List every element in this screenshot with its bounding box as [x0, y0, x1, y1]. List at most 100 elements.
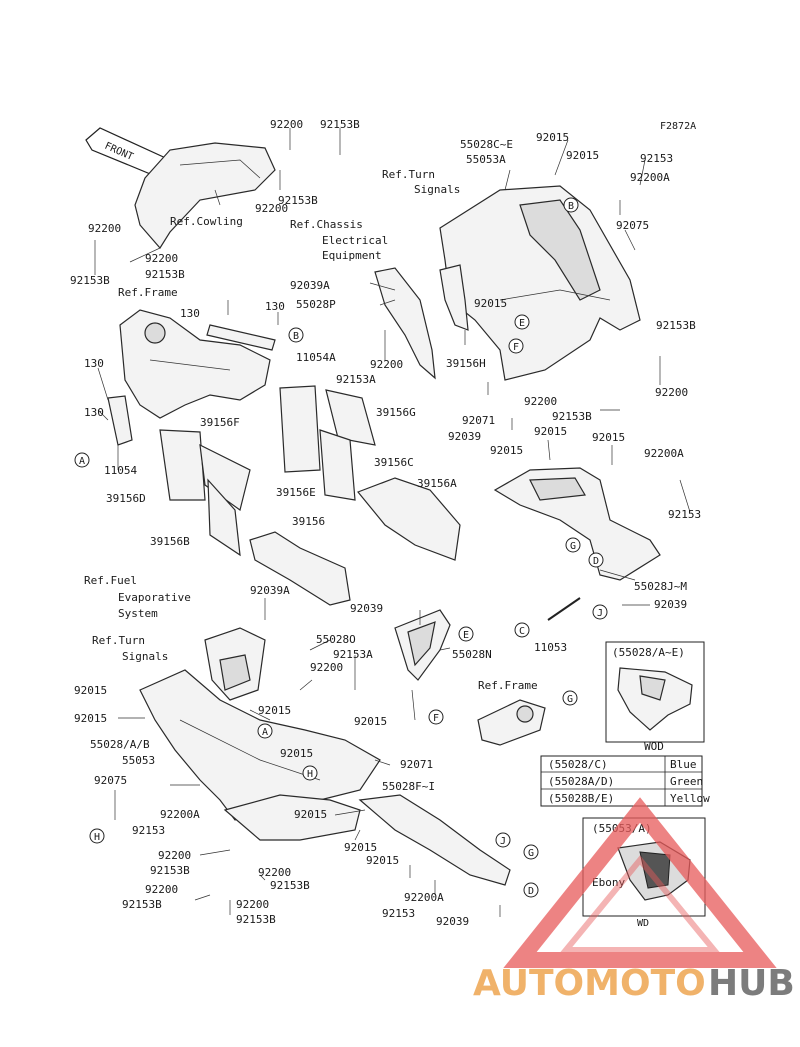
part-label: 92015 [566, 149, 599, 162]
part-label: 92153B [656, 319, 696, 332]
part-label: 92153B [122, 898, 162, 911]
part-label: 92200 [524, 395, 557, 408]
part-label: 92200A [160, 808, 200, 821]
callout-f-top: F [508, 338, 524, 354]
part-label: 92200 [258, 866, 291, 879]
part-label: 92200 [655, 386, 688, 399]
ref-turn-mid-2: Signals [122, 650, 168, 663]
part-label: 92015 [74, 684, 107, 697]
callout-d-right: D [588, 552, 604, 568]
part-label: 92039 [654, 598, 687, 611]
svg-text:B: B [568, 201, 574, 212]
pad-39156f [279, 385, 321, 473]
part-label: 92015 [280, 747, 313, 760]
callout-e-top: E [514, 314, 530, 330]
part-label: 55028N [452, 648, 492, 661]
part-label: 55028P [296, 298, 336, 311]
callout-a-top: A [74, 452, 90, 468]
part-label: 92200A [644, 447, 684, 460]
color-row-part: (55028A/D) [548, 775, 614, 788]
part-label: 92153B [278, 194, 318, 207]
part-label: 55028/A/B [90, 738, 150, 751]
part-label: 92015 [592, 431, 625, 444]
part-label: 92015 [536, 131, 569, 144]
callout-j-low: J [495, 832, 511, 848]
part-label: 92039 [436, 915, 469, 928]
callout-j-right: J [592, 604, 608, 620]
part-label: 92153 [640, 152, 673, 165]
part-label: 92071 [400, 758, 433, 771]
part-label: 92153B [150, 864, 190, 877]
watermark-logo [503, 797, 777, 968]
ref-chassis-1: Ref.Chassis [290, 218, 363, 231]
watermark-text-automoto: AUTOMOTO [473, 963, 706, 1004]
part-label: 92153B [320, 118, 360, 131]
part-label: 92200 [145, 883, 178, 896]
part-label: 92200 [270, 118, 303, 131]
svg-text:J: J [597, 608, 603, 619]
part-label: 92200A [630, 171, 670, 184]
ref-turn-top-2: Signals [414, 183, 460, 196]
inset2-code: WD [637, 918, 649, 929]
bracket-11054a [206, 324, 276, 351]
ref-turn-top-1: Ref.Turn [382, 168, 435, 181]
part-label: 39156E [276, 486, 316, 499]
color-row-part: (55028B/E) [548, 792, 614, 805]
svg-text:D: D [593, 556, 599, 567]
svg-text:G: G [528, 848, 534, 859]
ref-fuel-1: Ref.Fuel [84, 574, 137, 587]
part-label: 92015 [534, 425, 567, 438]
panel-55028n [394, 609, 451, 681]
part-label: 11054A [296, 351, 336, 364]
frame-mid [477, 699, 546, 746]
part-label: 92039A [290, 279, 330, 292]
part-label: 130 [84, 357, 104, 370]
ref-fuel-3: System [118, 607, 158, 620]
part-label: 92153B [552, 410, 592, 423]
pad-39156 [249, 531, 351, 606]
part-label: 55028O [316, 633, 356, 646]
callout-d-low: D [523, 882, 539, 898]
side-cowl-upper-right [439, 185, 641, 381]
pad-39156a [357, 477, 461, 561]
turn-signal-module-mid [204, 627, 266, 701]
svg-text:J: J [500, 836, 506, 847]
part-label: 130 [84, 406, 104, 419]
ref-chassis-3: Equipment [322, 249, 382, 262]
part-label: 92153B [270, 879, 310, 892]
part-label: 92153 [668, 508, 701, 521]
part-label: 92015 [258, 704, 291, 717]
lower-cowl-right [358, 794, 511, 886]
ref-frame-mid: Ref.Frame [478, 679, 538, 692]
callout-b-right: B [563, 197, 579, 213]
part-label: 92015 [344, 841, 377, 854]
svg-text:E: E [519, 318, 525, 329]
part-label: 55053A [466, 153, 506, 166]
lower-cowl-side [223, 794, 361, 841]
part-label: 39156H [446, 357, 486, 370]
part-label: 92200A [404, 891, 444, 904]
lower-cowl-left [139, 669, 381, 821]
part-label: 92153B [145, 268, 185, 281]
part-label: 92200 [255, 202, 288, 215]
svg-text:D: D [528, 886, 534, 897]
watermark-text-hub: HUB [708, 963, 795, 1004]
callout-c-right: C [514, 622, 530, 638]
part-label: 39156D [106, 492, 146, 505]
part-label: 92039A [250, 584, 290, 597]
pad-39156-mid [199, 443, 251, 512]
part-label: 39156A [417, 477, 457, 490]
part-label: 92015 [366, 854, 399, 867]
callout-b-top: B [288, 327, 304, 343]
ref-fuel-2: Evaporative [118, 591, 191, 604]
svg-text:E: E [463, 630, 469, 641]
part-label: 55028F~I [382, 780, 435, 793]
part-label: 92015 [74, 712, 107, 725]
color-row-color: Blue [670, 758, 697, 771]
svg-text:F: F [513, 342, 519, 353]
color-row-color: Yellow [670, 792, 710, 805]
part-label: 92200 [88, 222, 121, 235]
callout-g-low: G [523, 844, 539, 860]
svg-text:G: G [570, 541, 576, 552]
